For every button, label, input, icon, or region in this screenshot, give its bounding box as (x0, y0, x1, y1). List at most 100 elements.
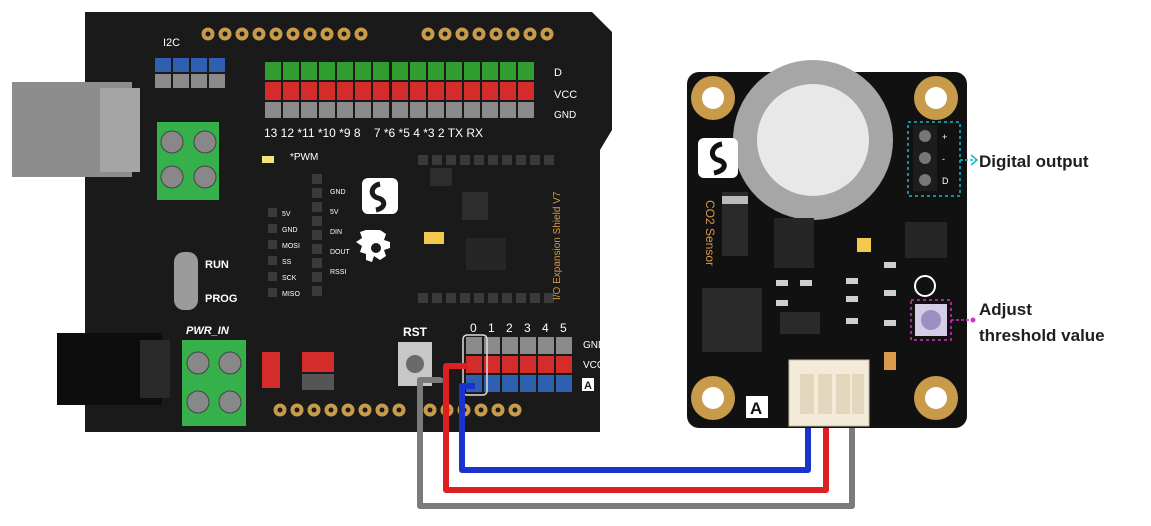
analog-pin-gnd (520, 337, 536, 354)
header-pad-hole (324, 31, 330, 37)
digital-pin-vcc (500, 82, 516, 100)
terminal-screw-4 (193, 165, 217, 189)
adjust-label-line1: Adjust (979, 300, 1032, 319)
spi-pin (268, 256, 277, 265)
rst-label: RST (403, 325, 428, 339)
xbee-label: DOUT (330, 249, 351, 256)
header-pad-hole (277, 407, 283, 413)
xbee-pin (446, 155, 456, 165)
digital-pin-vcc (446, 82, 462, 100)
xbee-pin (488, 293, 498, 303)
header-pad-hole (222, 31, 228, 37)
spi-label: SCK (282, 275, 297, 282)
spi-label: GND (282, 227, 298, 234)
xbee-pin (516, 293, 526, 303)
digital-pin-vcc (355, 82, 371, 100)
header-pad-hole (442, 31, 448, 37)
row-d-label: D (554, 67, 562, 79)
wire-vcc (443, 363, 829, 493)
xbee-label: GND (330, 189, 346, 196)
digital-pin-vcc (410, 82, 426, 100)
xbee-side-pin (312, 286, 322, 296)
xbee-pin (446, 293, 456, 303)
header-pad-hole (273, 31, 279, 37)
small-ic-2 (462, 192, 488, 220)
digital-pin-d (319, 62, 335, 80)
digital-pin-vcc (265, 82, 281, 100)
pwr-in-label: PWR_IN (186, 325, 230, 337)
xbee-side-pin (312, 244, 322, 254)
header-pad-hole (495, 407, 501, 413)
wire-gnd (417, 377, 855, 509)
xbee-pin (474, 293, 484, 303)
small-ic-1 (430, 168, 452, 186)
dc-jack-edge (140, 340, 170, 398)
header-pad-hole (476, 31, 482, 37)
connector-label: A (750, 399, 762, 418)
sensor-pin-label: + (942, 132, 947, 142)
header-pad-hole (379, 407, 385, 413)
smd-resistor (776, 280, 788, 286)
io-expansion-shield: I2C D VCC GND 13 12 *11 *10 *9 8 7 *6 *5… (12, 12, 612, 432)
digital-pin-vcc (392, 82, 408, 100)
analog-pin-vcc (484, 356, 500, 373)
xbee-pin (502, 293, 512, 303)
digital-pin-gnd (373, 102, 389, 118)
header-pad-hole (527, 31, 533, 37)
i2c-pin (155, 58, 171, 72)
i2c-pin (209, 58, 225, 72)
xbee-label: DIN (330, 229, 342, 236)
analog-pin-number: 0 (470, 321, 477, 335)
digital-pin-gnd (410, 102, 426, 118)
digital-pin-gnd (265, 102, 281, 118)
xbee-label: 5V (330, 209, 339, 216)
analog-pin-number: 2 (506, 321, 513, 335)
prog-label: PROG (205, 293, 237, 305)
shield-pcb (85, 12, 612, 432)
spi-label: MOSI (282, 243, 300, 250)
power-jumper-1 (262, 352, 280, 388)
comparator-ic (774, 218, 814, 268)
header-pad-hole (512, 407, 518, 413)
header-pad-hole (294, 407, 300, 413)
analog-pin-number: 1 (488, 321, 495, 335)
header-pad-hole (290, 31, 296, 37)
spi-pin (268, 288, 277, 297)
digital-pin-gnd (428, 102, 444, 118)
digital-pin-d (392, 62, 408, 80)
header-pad-hole (307, 31, 313, 37)
sensor-title: CO2 Sensor (703, 200, 717, 266)
terminal-screw-1 (160, 130, 184, 154)
digital-pin-d (301, 62, 317, 80)
header-pad-hole (459, 31, 465, 37)
xbee-side-pin (312, 202, 322, 212)
digital-pin-vcc (283, 82, 299, 100)
i2c-pin (191, 74, 207, 88)
xbee-side-pin (312, 174, 322, 184)
header-pad-hole (239, 31, 245, 37)
xbee-pin (460, 293, 470, 303)
analog-pin-number: 5 (560, 321, 567, 335)
digital-pin-vcc (518, 82, 534, 100)
header-pad-hole (311, 407, 317, 413)
digital-pin-gnd (464, 102, 480, 118)
mounting-holes (691, 76, 958, 420)
smd-resistor (884, 290, 896, 296)
spi-label: MISO (282, 291, 300, 298)
spi-pin (268, 272, 277, 281)
run-label: RUN (205, 259, 229, 271)
i2c-pin (173, 58, 189, 72)
power-jumper-3 (302, 374, 334, 390)
smd-resistor (800, 280, 812, 286)
xbee-pin (502, 155, 512, 165)
analog-pin-gnd (466, 337, 482, 354)
sensor-ic-right (905, 222, 947, 258)
connector-label-box (746, 396, 768, 418)
adjust-dot-icon (970, 317, 976, 323)
board-name-text: I/O Expansion Shield V7 (552, 191, 563, 300)
digital-output-label: Digital output (979, 152, 1089, 171)
xbee-side-pin (312, 230, 322, 240)
